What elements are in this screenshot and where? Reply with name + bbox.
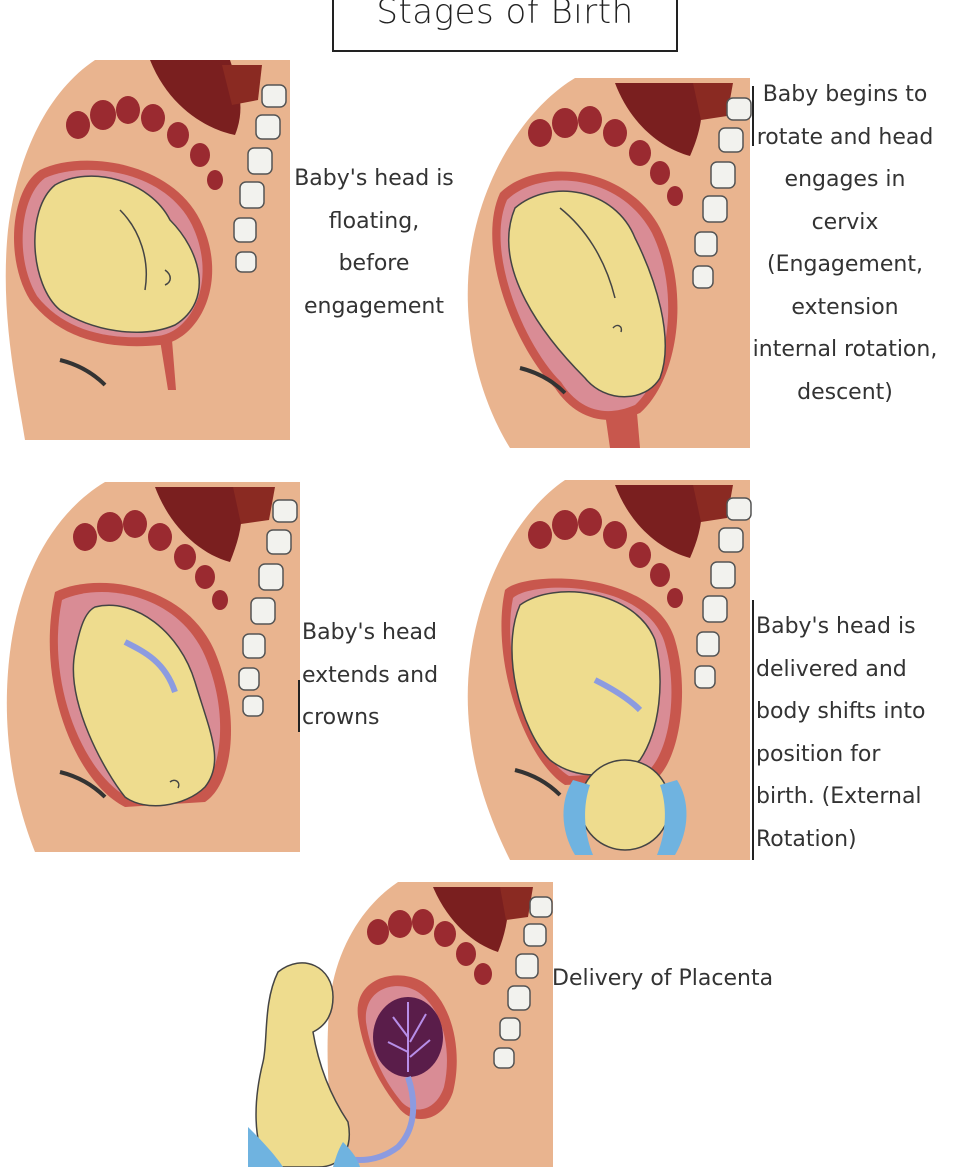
stage-4-caption-bar (752, 600, 754, 860)
stage-2-illustration (465, 78, 755, 448)
stage-4-illustration (465, 480, 755, 860)
stage-5-caption: Delivery of Placenta (552, 966, 774, 991)
stage-3-caption: Baby's head extends and crowns (302, 620, 439, 730)
stage-2-caption-bar (752, 86, 754, 146)
stage-3-illustration (5, 482, 305, 852)
page-title: Stages of Birth (376, 0, 634, 32)
stage-4-caption: Baby's head is delivered and body shifts… (756, 614, 926, 852)
title-box: Stages of Birth (332, 0, 678, 52)
stage-3-caption-bar (298, 680, 300, 732)
stage-5-illustration (248, 882, 558, 1167)
stage-1-illustration (0, 60, 300, 440)
stage-2-caption: Baby begins to rotate and head engages i… (752, 82, 938, 405)
stage-1-caption: Baby's head is floating, before engageme… (294, 166, 454, 319)
